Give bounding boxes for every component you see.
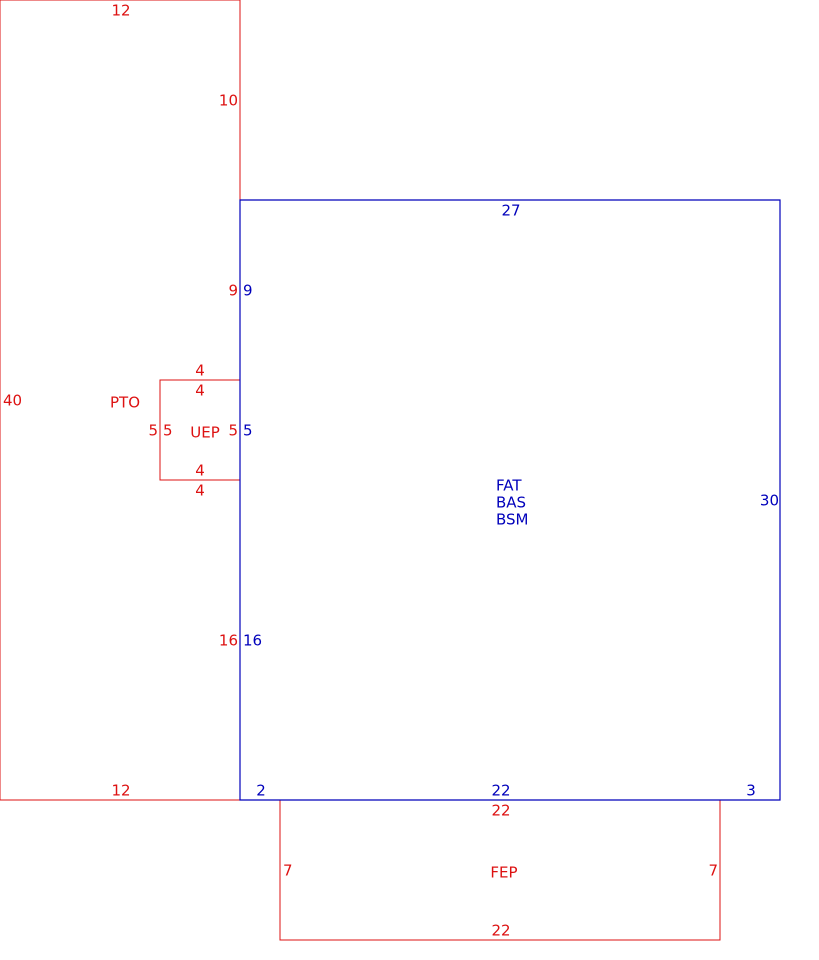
pto-dim-right-upper: 10 <box>219 92 238 110</box>
uep-area-name: UEP <box>190 424 220 442</box>
uep-dim-top-inner: 4 <box>195 382 205 400</box>
uep-dim-bottom-outer: 4 <box>195 482 205 500</box>
main-dim-top: 27 <box>501 202 520 220</box>
pto-area-name: PTO <box>110 394 140 412</box>
uep-dim-right: 5 <box>228 422 238 440</box>
main-area-name-3: BSM <box>496 511 529 529</box>
main-dim-right: 30 <box>760 492 779 510</box>
main-dim-left-mid: 5 <box>243 422 253 440</box>
pto-dim-right-lower: 16 <box>219 632 238 650</box>
uep-dim-bottom-inner: 4 <box>195 462 205 480</box>
pto-dim-top: 12 <box>111 2 130 20</box>
fep-area-name: FEP <box>490 864 517 882</box>
main-area-name-2: BAS <box>496 494 526 512</box>
pto-dim-right-mid: 9 <box>228 282 238 300</box>
fep-dim-bottom: 22 <box>491 922 510 940</box>
pto-dim-bottom: 12 <box>111 782 130 800</box>
main-dim-bottom-right: 3 <box>746 782 756 800</box>
main-outline <box>239 199 781 801</box>
pto-dim-left: 40 <box>3 392 22 410</box>
main-dim-left-lower: 16 <box>243 632 262 650</box>
fep-dim-top: 22 <box>491 802 510 820</box>
uep-dim-left-outer: 5 <box>148 422 158 440</box>
main-dim-bottom-left: 2 <box>256 782 266 800</box>
uep-dim-top-outer: 4 <box>195 362 205 380</box>
uep-dim-left-inner: 5 <box>163 422 173 440</box>
fep-dim-left: 7 <box>283 862 293 880</box>
fep-dim-right: 7 <box>708 862 718 880</box>
main-dim-bottom-mid: 22 <box>491 782 510 800</box>
main-area-name-1: FAT <box>496 477 522 495</box>
main-dim-left-upper: 9 <box>243 282 253 300</box>
